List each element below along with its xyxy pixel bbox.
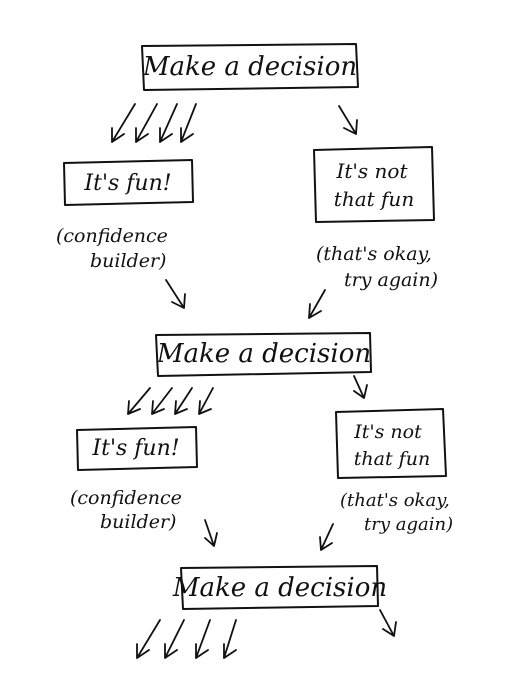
decision-box-2: Make a decision — [155, 332, 372, 377]
decision-label-1: Make a decision — [142, 52, 357, 82]
notfun-box-1: It's not that fun — [313, 146, 435, 223]
notfun-label-1a: It's not — [335, 159, 408, 183]
arrow-to-notfun-2 — [353, 375, 368, 399]
notfun-note-2a: (that's okay, — [340, 490, 450, 511]
decision-box-3: Make a decision — [172, 565, 387, 610]
fun-note-1b: builder) — [90, 250, 166, 272]
notfun-label-1b: that fun — [334, 187, 414, 211]
notfun-note-2b: try again) — [364, 514, 453, 535]
fun-label-1: It's fun! — [83, 171, 171, 196]
fun-box-1: It's fun! — [63, 159, 194, 206]
decision-label-3: Make a decision — [172, 573, 387, 603]
fun-note-2b: builder) — [100, 511, 176, 533]
arrows-to-fun-2 — [127, 387, 214, 415]
arrow-notfun-to-decision-2 — [308, 289, 326, 319]
arrow-to-notfun-1 — [338, 105, 358, 135]
arrow-fun-to-decision-3 — [204, 519, 218, 547]
notfun-note-1: (that's okay, try again) — [316, 243, 438, 291]
fun-box-2: It's fun! — [76, 426, 198, 471]
notfun-note-1b: try again) — [344, 269, 438, 291]
arrows-to-fun-1 — [111, 103, 197, 143]
decision-box-1: Make a decision — [141, 43, 359, 91]
fun-note-1a: (confidence — [56, 225, 168, 247]
fun-note-1: (confidence builder) — [56, 225, 168, 272]
notfun-note-2: (that's okay, try again) — [340, 490, 453, 535]
fun-label-2: It's fun! — [91, 436, 179, 461]
notfun-label-2b: that fun — [354, 448, 430, 470]
arrows-from-decision-3 — [136, 619, 237, 659]
notfun-label-2a: It's not — [353, 421, 422, 443]
notfun-box-2: It's not that fun — [335, 408, 447, 479]
arrow-fun-to-decision-2 — [165, 279, 186, 309]
notfun-note-1a: (that's okay, — [316, 243, 432, 265]
decision-label-2: Make a decision — [156, 339, 371, 369]
fun-note-2: (confidence builder) — [70, 487, 182, 533]
fun-note-2a: (confidence — [70, 487, 182, 509]
arrow-right-decision-3 — [379, 609, 397, 637]
arrow-notfun-to-decision-3 — [319, 523, 334, 551]
